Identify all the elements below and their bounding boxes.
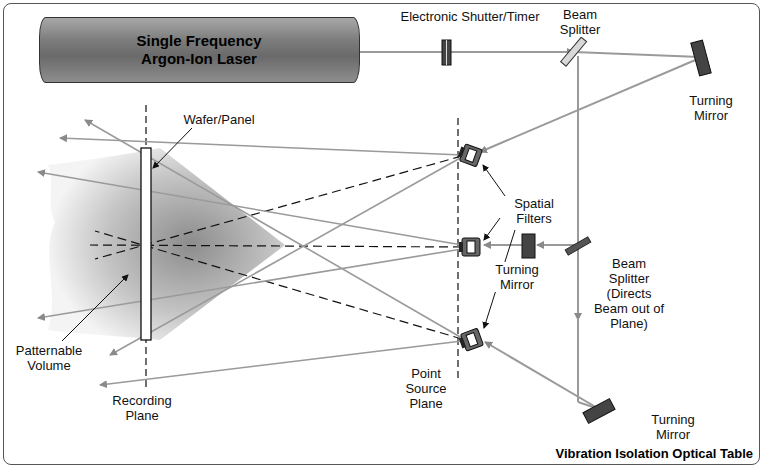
wafer-panel (141, 148, 151, 340)
turning-mirror (691, 40, 711, 76)
part-label: Turning Mirror (486, 262, 548, 292)
spatial-filter (459, 238, 480, 256)
turning-mirror (522, 234, 535, 258)
part-label: Beam Splitter (Directs Beam out of Plane… (590, 256, 668, 331)
laser-body: Single Frequency Argon-Ion Laser (39, 17, 360, 83)
part-label: Turning Mirror (642, 412, 704, 442)
leader-lines (62, 128, 515, 341)
diverging-rays (38, 120, 462, 385)
part-label: Electronic Shutter/Timer (385, 9, 555, 24)
beam-splitter (561, 37, 587, 66)
spatial-filter (457, 143, 483, 167)
part-label: Turning Mirror (680, 93, 742, 123)
turning-mirror (583, 399, 615, 424)
part-label: Wafer/Panel (180, 112, 258, 127)
laser-label: Single Frequency Argon-Ion Laser (112, 32, 287, 68)
beam-splitter (565, 237, 591, 255)
part-label: Spatial Filters (503, 196, 565, 226)
table-title: Vibration Isolation Optical Table (556, 446, 753, 461)
electronic-shutter (442, 40, 451, 65)
part-label: Patternable Volume (8, 343, 90, 373)
laser-beams (360, 52, 700, 409)
part-label: Recording Plane (106, 393, 178, 423)
part-label: Beam Splitter (550, 7, 610, 37)
part-label: Point Source Plane (398, 366, 454, 411)
spatial-filter (458, 328, 484, 352)
